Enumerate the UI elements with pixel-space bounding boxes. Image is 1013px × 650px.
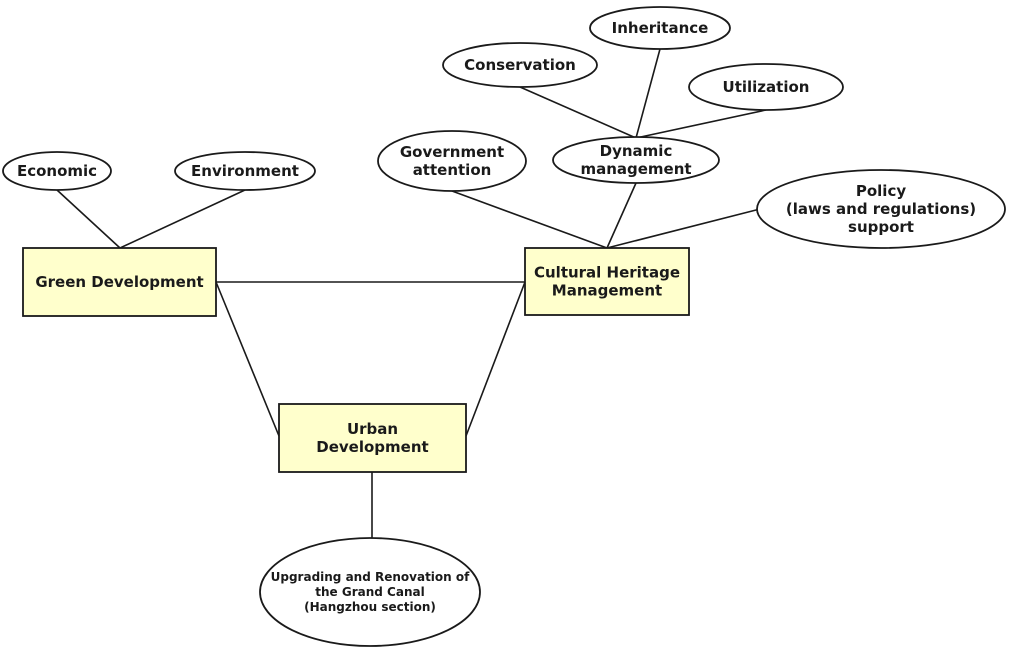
government-attention-label-line-2: attention: [413, 161, 492, 179]
node-inheritance: Inheritance: [589, 6, 731, 50]
dynamic-management-label-line-1: Dynamic: [600, 142, 673, 160]
urban-development-label-line-1: Urban: [347, 420, 398, 438]
grand-canal-label-line-2: the Grand Canal: [315, 585, 424, 599]
node-utilization: Utilization: [688, 63, 844, 111]
conservation-ellipse: [442, 42, 598, 88]
urban-development-box: [278, 403, 467, 473]
cultural-heritage-label-line-2: Management: [552, 282, 662, 300]
cultural-heritage-box: [524, 247, 690, 316]
green-development-label-line-1: Green Development: [35, 273, 203, 291]
grand-canal-label-line-3: (Hangzhou section): [304, 600, 436, 614]
edge-policy-support-to-cultural-heritage: [606, 208, 761, 249]
dynamic-management-ellipse: [552, 136, 720, 184]
grand-canal-label-line-1: Upgrading and Renovation of: [271, 570, 471, 584]
edge-environment-to-green-development: [119, 189, 246, 249]
inheritance-ellipse: [589, 6, 731, 50]
dynamic-management-label-line-2: management: [580, 160, 691, 178]
node-green-development: Green Development: [22, 247, 217, 317]
edge-cultural-heritage-to-urban-development: [465, 281, 526, 437]
utilization-label-line-1: Utilization: [723, 78, 810, 96]
inheritance-label-line-1: Inheritance: [612, 19, 709, 37]
edge-conservation-to-dynamic-management: [519, 86, 637, 139]
policy-support-label-line-3: support: [848, 218, 914, 236]
node-conservation: Conservation: [442, 42, 598, 88]
edge-green-development-to-urban-development: [215, 281, 280, 437]
edge-government-attention-to-cultural-heritage: [451, 190, 608, 249]
diagram-nodes: Green Development Cultural HeritageManage…: [2, 6, 1006, 647]
economic-ellipse: [2, 151, 112, 191]
economic-label-line-1: Economic: [17, 162, 97, 180]
government-attention-ellipse: [377, 130, 527, 192]
edge-utilization-to-dynamic-management: [635, 109, 767, 139]
node-policy-support: Policy(laws and regulations)support: [756, 169, 1006, 249]
utilization-ellipse: [688, 63, 844, 111]
policy-support-label-line-1: Policy: [856, 182, 906, 200]
edge-economic-to-green-development: [56, 189, 121, 249]
edge-dynamic-management-to-cultural-heritage: [606, 182, 637, 249]
cultural-heritage-label-line-1: Cultural Heritage: [534, 264, 680, 282]
government-attention-label-line-1: Government: [400, 143, 504, 161]
policy-support-ellipse: [756, 169, 1006, 249]
node-economic: Economic: [2, 151, 112, 191]
urban-development-label-line-2: Development: [316, 438, 428, 456]
edge-inheritance-to-dynamic-management: [635, 48, 661, 139]
environment-label-line-1: Environment: [191, 162, 299, 180]
environment-ellipse: [174, 151, 316, 191]
connector-lines: [56, 48, 767, 538]
grand-canal-ellipse: [259, 537, 481, 647]
conservation-label-line-1: Conservation: [464, 56, 576, 74]
green-development-box: [22, 247, 217, 317]
node-environment: Environment: [174, 151, 316, 191]
policy-support-label-line-2: (laws and regulations): [786, 200, 976, 218]
